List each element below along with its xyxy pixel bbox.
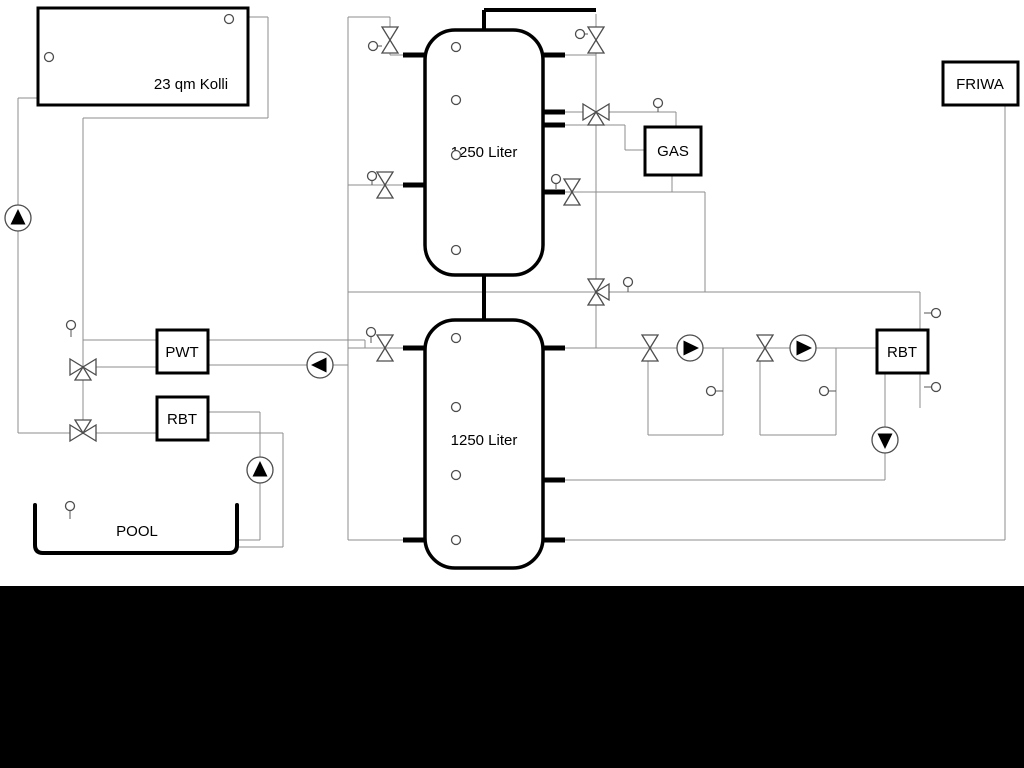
pwt-heat-exchanger: PWT	[155, 328, 210, 375]
temperature-sensor-icon	[652, 97, 664, 109]
pump-right-icon	[789, 334, 817, 362]
rbt-right-heat-exchanger: RBT	[875, 328, 930, 375]
rbt-right-box	[875, 328, 930, 375]
temperature-sensor-icon	[450, 534, 462, 546]
valve-icon	[562, 178, 582, 206]
pump-up-icon	[4, 204, 32, 232]
schematic-canvas: 23 qm Kolli 1250 Liter 1250 Liter	[4, 6, 1020, 570]
pool-label: POOL	[116, 523, 158, 540]
temperature-sensor-icon	[930, 381, 942, 393]
temperature-sensor-icon	[450, 41, 462, 53]
friwa-box	[941, 60, 1020, 107]
temperature-sensor-icon	[365, 326, 377, 338]
tank-bottom-label: 1250 Liter	[451, 432, 518, 449]
valve-icon	[380, 26, 400, 54]
three-way-valve-icon	[69, 419, 97, 443]
pump-up-icon	[246, 456, 274, 484]
buffer-tank-top: 1250 Liter	[423, 28, 545, 277]
temperature-sensor-icon	[43, 51, 55, 63]
three-way-valve-icon	[69, 357, 97, 381]
three-way-valve-icon	[586, 278, 610, 306]
valve-icon	[755, 334, 775, 362]
temperature-sensor-icon	[550, 173, 562, 185]
valve-icon	[586, 26, 606, 54]
thick-main-pipes	[482, 8, 596, 320]
temperature-sensor-icon	[574, 28, 586, 40]
tank-top-label: 1250 Liter	[451, 144, 518, 161]
valve-icon	[640, 334, 660, 362]
pipe-network	[17, 14, 1006, 548]
tank-body	[423, 318, 545, 570]
letterbox-bottom	[0, 586, 1024, 768]
temperature-sensor-icon	[930, 307, 942, 319]
solar-collector: 23 qm Kolli	[36, 6, 250, 107]
temperature-sensor-icon	[705, 385, 717, 397]
tank-body	[423, 28, 545, 277]
temperature-sensor-icon	[450, 332, 462, 344]
pump-down-icon	[871, 426, 899, 454]
temperature-sensor-icon	[818, 385, 830, 397]
friwa-label: FRIWA	[956, 76, 1004, 93]
temperature-sensor-icon	[450, 469, 462, 481]
valve-icon	[375, 334, 395, 362]
collector-box	[36, 6, 250, 107]
buffer-tank-bottom: 1250 Liter	[423, 318, 545, 570]
hydraulic-schematic: 23 qm Kolli 1250 Liter 1250 Liter	[0, 0, 1024, 586]
rbt-right-label: RBT	[887, 344, 917, 361]
pool-basin	[33, 503, 239, 555]
pump-right-icon	[676, 334, 704, 362]
gas-label: GAS	[657, 143, 689, 160]
temperature-sensor-icon	[450, 149, 462, 161]
rbt-left-box	[155, 395, 210, 442]
sensors	[65, 28, 942, 397]
pwt-label: PWT	[165, 344, 198, 361]
temperature-sensor-icon	[64, 500, 76, 512]
rbt-left-heat-exchanger: RBT	[155, 395, 210, 442]
temperature-sensor-icon	[450, 94, 462, 106]
three-way-valve-icon	[582, 102, 610, 126]
temperature-sensor-icon	[450, 401, 462, 413]
pwt-box	[155, 328, 210, 375]
temperature-sensor-icon	[622, 276, 634, 288]
temperature-sensor-icon	[450, 244, 462, 256]
rbt-left-label: RBT	[167, 411, 197, 428]
temperature-sensor-icon	[366, 170, 378, 182]
temperature-sensor-icon	[65, 319, 77, 331]
gas-box	[643, 125, 703, 177]
tank-port-stubs	[403, 52, 565, 543]
valve-icon	[375, 171, 395, 199]
collector-label: 23 qm Kolli	[154, 76, 228, 93]
temperature-sensor-icon	[223, 13, 235, 25]
temperature-sensor-icon	[367, 40, 379, 52]
pump-left-icon	[306, 351, 334, 379]
pool: POOL	[33, 500, 239, 555]
friwa-module: FRIWA	[941, 60, 1020, 107]
gas-boiler: GAS	[643, 125, 703, 177]
